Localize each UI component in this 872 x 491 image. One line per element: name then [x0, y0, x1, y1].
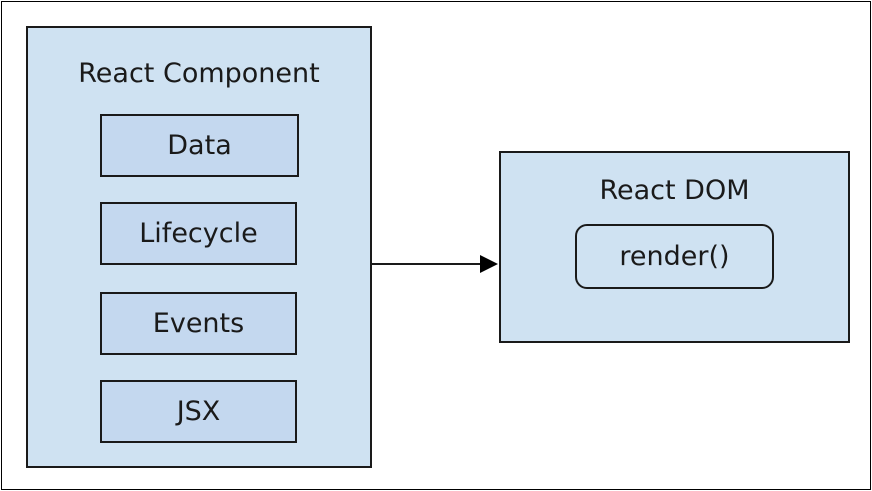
react-component-title: React Component	[78, 58, 320, 89]
render-method-box: render()	[575, 224, 774, 289]
data-item: Data	[100, 114, 299, 177]
arrow-connector	[370, 255, 498, 273]
lifecycle-item: Lifecycle	[100, 202, 297, 265]
arrow-head	[480, 255, 498, 273]
react-dom-title: React DOM	[599, 175, 750, 206]
react-dom-box: React DOM render()	[499, 151, 850, 343]
events-item: Events	[100, 292, 297, 355]
jsx-item: JSX	[100, 380, 297, 443]
react-component-box: React Component Data Lifecycle Events JS…	[26, 26, 372, 468]
